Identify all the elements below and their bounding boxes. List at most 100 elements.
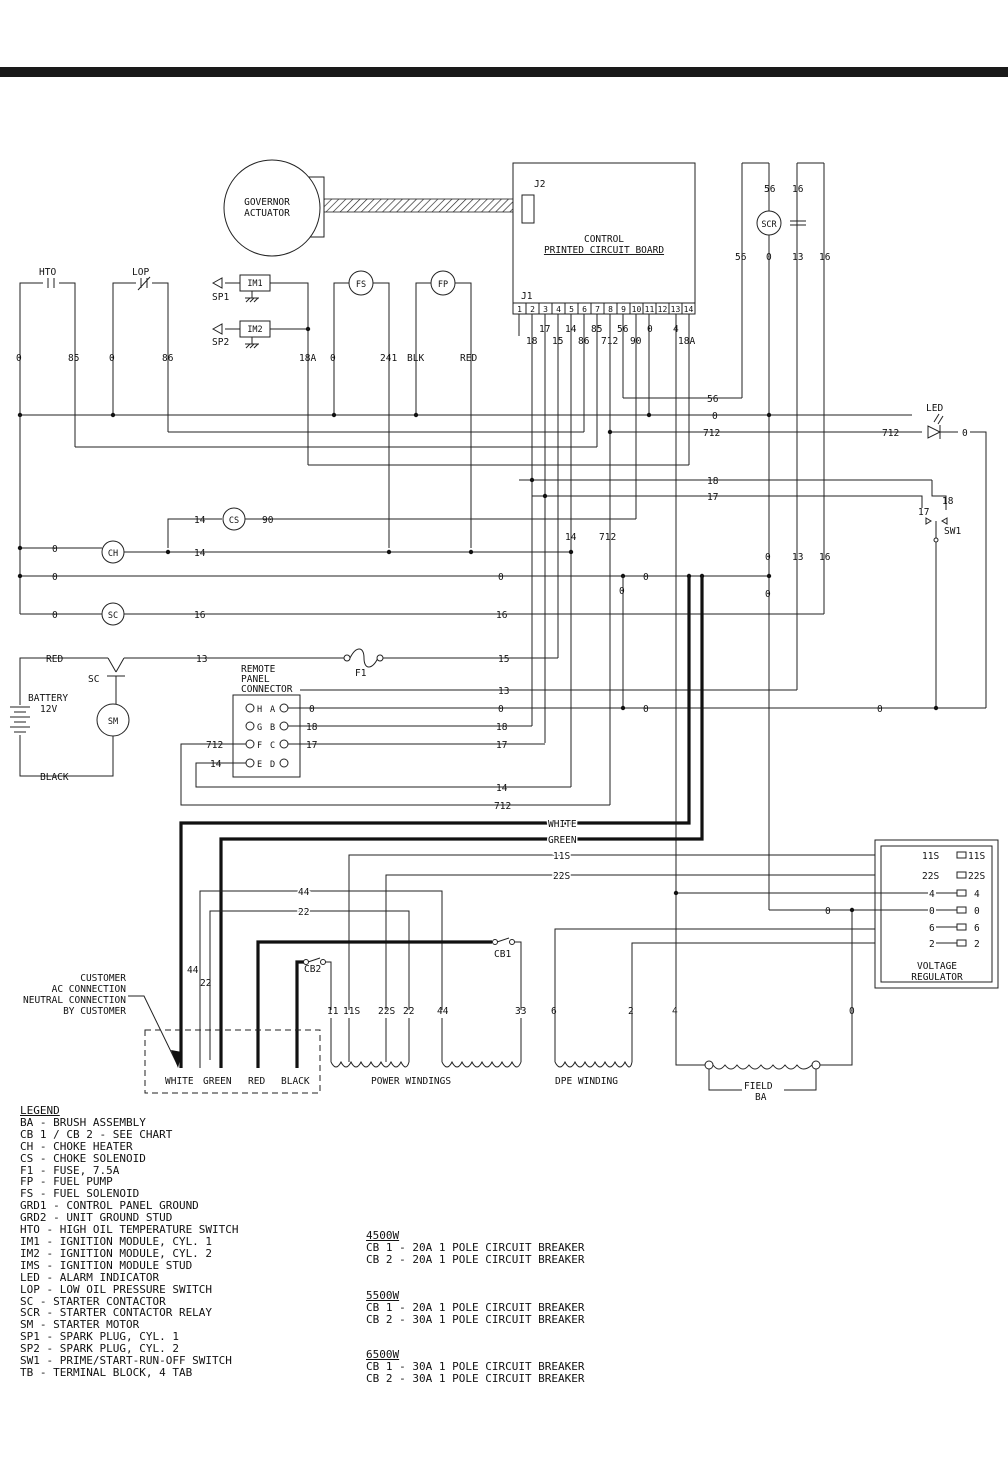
- wire-label: 14: [565, 532, 577, 543]
- customer-connection: CUSTOMER AC CONNECTION NEUTRAL CONNECTIO…: [23, 973, 321, 1094]
- j1-pin-label: 3: [543, 305, 548, 314]
- wire-label: 44: [437, 1006, 449, 1017]
- wire-label: 16: [194, 610, 206, 621]
- battery-starter: RED 13 SC SM BLACK BATTERY 12V: [10, 654, 345, 783]
- wire-label: RED: [460, 353, 477, 364]
- terminal-label: 11S: [968, 851, 985, 862]
- im1-label: IM1: [247, 279, 262, 289]
- pin-label: A: [270, 705, 275, 715]
- wire-label: 17: [918, 507, 929, 518]
- j1-label: J1: [521, 291, 533, 302]
- wire-label: 86: [162, 353, 174, 364]
- header-rule: [0, 67, 1008, 77]
- im2-label: IM2: [247, 325, 262, 335]
- wire-label: 0: [825, 906, 831, 917]
- sc-contact-label: SC: [88, 674, 99, 685]
- breaker-model: 6500W: [366, 1348, 400, 1362]
- remote-label-2: PANEL: [241, 674, 270, 685]
- remote-label-1: REMOTE: [241, 664, 276, 675]
- pin-label: D: [270, 760, 275, 770]
- wire-label: 2: [628, 1006, 634, 1017]
- legend-item: FS - FUEL SOLENOID: [20, 1187, 140, 1201]
- legend-item: IM2 - IGNITION MODULE, CYL. 2: [20, 1246, 213, 1260]
- sw1-label: SW1: [944, 526, 961, 537]
- pin-label: G: [257, 723, 262, 733]
- j1-pin-drops: [518, 314, 690, 1065]
- legend-item: SCR - STARTER CONTACTOR RELAY: [20, 1306, 213, 1320]
- wire-label: 11S: [922, 851, 939, 862]
- wire-label: 0: [309, 704, 315, 715]
- customer-note-3: NEUTRAL CONNECTION: [23, 995, 126, 1006]
- vr-label-1: VOLTAGE: [917, 961, 957, 972]
- wire-label: 56: [735, 252, 747, 263]
- fp-label: FP: [438, 280, 448, 290]
- sc-coil-label: SC: [108, 611, 118, 621]
- j1-pin-label: 2: [530, 305, 535, 314]
- wire-label: 13: [792, 252, 803, 263]
- sm-label: SM: [108, 717, 118, 727]
- j1-wire-labels: 17 14 85 56 0 4 18 15 86 712 90 18A: [526, 324, 695, 347]
- field-label: FIELD: [744, 1081, 773, 1092]
- legend-item: SM - STARTER MOTOR: [20, 1318, 140, 1332]
- scr-label: SCR: [761, 220, 777, 230]
- legend-item: LED - ALARM INDICATOR: [20, 1270, 160, 1284]
- terminal-label: GREEN: [203, 1076, 232, 1087]
- legend-item: TB - TERMINAL BLOCK, 4 TAB: [20, 1365, 193, 1379]
- wire-label: 712: [494, 801, 511, 812]
- ignition-modules: IM1 SP1 IM2 SP2 18A: [211, 274, 316, 465]
- cb2-label: CB2: [304, 964, 321, 975]
- wire-label: 44: [187, 965, 199, 976]
- legend-item: LOP - LOW OIL PRESSURE SWITCH: [20, 1282, 213, 1296]
- wire-label: 16: [819, 552, 831, 563]
- wire-label: 6: [929, 923, 935, 934]
- legend-item: GRD1 - CONTROL PANEL GROUND: [20, 1199, 199, 1213]
- lop-label: LOP: [132, 267, 149, 278]
- terminal-label: RED: [248, 1076, 265, 1087]
- battery-label-2: 12V: [40, 704, 57, 715]
- wire-label: 18: [306, 722, 318, 733]
- wire-label: 85: [68, 353, 79, 364]
- governor-label-1: GOVERNOR: [244, 197, 290, 208]
- customer-note-1: CUSTOMER: [80, 973, 126, 984]
- terminal-label: 4: [974, 889, 980, 900]
- wire-label: WHITE: [548, 819, 577, 830]
- wire-label: 18A: [299, 353, 316, 364]
- j1-pin-label: 1: [517, 305, 522, 314]
- j1-pin-label: 10: [632, 305, 642, 314]
- legend-item: IMS - IGNITION MODULE STUD: [20, 1258, 193, 1272]
- wire-label: 16: [819, 252, 831, 263]
- led-indicator: LED 0: [926, 403, 987, 708]
- customer-note-2: AC CONNECTION: [52, 984, 127, 995]
- legend-item: SP1 - SPARK PLUG, CYL. 1: [20, 1330, 179, 1344]
- wire-label: 17: [496, 740, 507, 751]
- j1-pin-label: 7: [595, 305, 600, 314]
- voltage-regulator: VOLTAGE REGULATOR 11S 11S 22S 22S 4 4 0 …: [673, 839, 999, 989]
- ground-bus: 0 0 0 0 0: [17, 572, 772, 708]
- wire-label: 11S: [343, 1006, 360, 1017]
- wire-label: 0: [619, 586, 625, 597]
- wire-label: 0: [712, 411, 718, 422]
- terminal-label: BLACK: [281, 1076, 310, 1087]
- wire-label: BLACK: [40, 772, 69, 783]
- wire-label: 0: [765, 589, 771, 600]
- wire-label: 22: [200, 978, 211, 989]
- wire-label: 13: [498, 686, 509, 697]
- wire-label: 14: [194, 515, 206, 526]
- wire-label: 18A: [678, 336, 695, 347]
- vr-label-2: REGULATOR: [911, 972, 963, 983]
- battery-label-1: BATTERY: [28, 693, 68, 704]
- ch-label: CH: [108, 549, 118, 559]
- legend-item: BA - BRUSH ASSEMBLY: [20, 1115, 146, 1129]
- j1-pin-label: 4: [556, 305, 561, 314]
- wire-label: 16: [792, 184, 804, 195]
- wire-label: 18: [707, 476, 719, 487]
- wire-label: 90: [262, 515, 274, 526]
- wire-label: 0: [877, 704, 883, 715]
- wire-label: 14: [194, 548, 206, 559]
- breaker-line: CB 1 - 20A 1 POLE CIRCUIT BREAKER: [366, 1300, 585, 1314]
- wire-label: 22S: [378, 1006, 395, 1017]
